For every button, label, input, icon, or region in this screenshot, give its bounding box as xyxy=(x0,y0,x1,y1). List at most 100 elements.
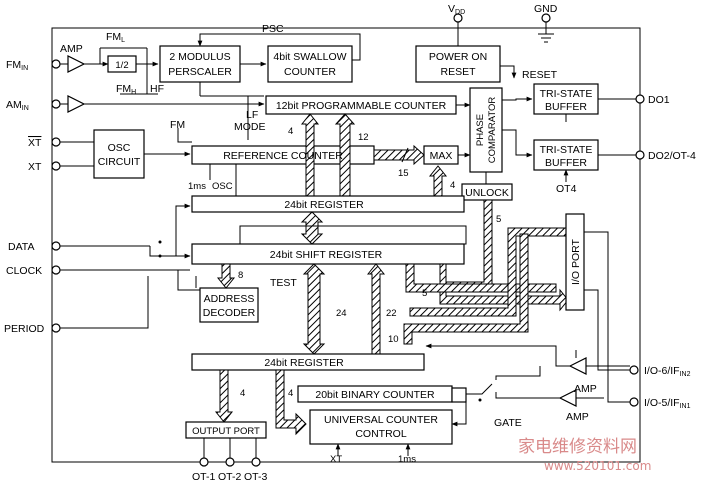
max-label: MAX xyxy=(430,150,453,162)
data-pin xyxy=(51,241,61,251)
n4d-label: 4 xyxy=(288,388,293,399)
bus-22 xyxy=(366,263,386,355)
xt-bottom-label: XT xyxy=(330,454,342,465)
ot4-label: OT4 xyxy=(556,183,577,195)
tristate1-line2: BUFFER xyxy=(545,101,587,113)
bus-reg-shift xyxy=(300,211,324,245)
test-label: TEST xyxy=(270,277,297,289)
n12-label: 12 xyxy=(358,132,369,143)
xt-bar-label: XT xyxy=(28,137,42,149)
data-label: DATA xyxy=(8,241,34,253)
shift-register-label: 24bit SHIFT REGISTER xyxy=(270,249,383,261)
xt-bar-pin xyxy=(51,137,61,147)
bus-8 xyxy=(216,263,236,289)
two-modulus-line1: 2 MODULUS xyxy=(169,51,230,63)
bus-4-up xyxy=(300,113,320,197)
am-in-label: AMIN xyxy=(6,99,29,112)
universal-counter-control xyxy=(309,409,453,445)
power-on-line1: POWER ON xyxy=(429,51,487,63)
reference-label: REFERENCE COUNTER xyxy=(223,150,343,162)
binary-counter-label: 20bit BINARY COUNTER xyxy=(315,389,435,401)
io-port xyxy=(565,213,585,311)
register-top xyxy=(191,195,465,213)
register-bottom xyxy=(191,353,425,371)
n8-label: 8 xyxy=(238,270,243,281)
bus-12-up xyxy=(334,113,356,197)
clock-pin xyxy=(51,265,61,275)
am-input-path xyxy=(52,95,265,113)
do2-label: DO2/OT-4 xyxy=(648,150,696,162)
address-line1: ADDRESS xyxy=(204,293,255,305)
1ms-label: 1ms xyxy=(188,181,206,192)
swallow-line1: 4bit SWALLOW xyxy=(273,51,346,63)
psc-label: PSC xyxy=(262,23,284,35)
do2-pin xyxy=(635,150,645,160)
lf-label: LF xyxy=(246,109,258,121)
osc-line1: OSC xyxy=(108,142,131,154)
n15-label: 15 xyxy=(398,168,409,179)
mode-label: MODE xyxy=(234,121,266,133)
tristate1-line1: TRI-STATE xyxy=(540,88,593,100)
register-top-label: 24bit REGISTER xyxy=(284,199,364,211)
watermark-url: www.520101.com xyxy=(544,459,651,473)
am-in-pin xyxy=(51,99,61,109)
amp-bottom1-label: AMP xyxy=(574,383,597,395)
osc-line2: CIRCUIT xyxy=(98,156,141,168)
gnd-pin xyxy=(541,13,551,23)
n10-label: 10 xyxy=(388,334,399,345)
ot2-pin xyxy=(225,457,235,467)
ot3-label: OT-3 xyxy=(244,471,267,483)
am-amp-icon xyxy=(67,95,86,113)
programmable-label: 12bit PROGRAMMABLE COUNTER xyxy=(276,100,447,112)
ot1-label: OT-1 xyxy=(192,471,215,483)
fm-label: FM xyxy=(170,119,185,131)
xt-pin xyxy=(51,161,61,171)
vdd-pin xyxy=(453,13,463,23)
vdd-label: VDD xyxy=(448,3,465,16)
phase-line1: PHASE xyxy=(475,114,486,146)
watermark-text: 家电维修资料网 xyxy=(518,437,637,457)
half-label: 1/2 xyxy=(115,60,128,71)
fm-in-label: FMIN xyxy=(6,59,28,72)
osc-circuit xyxy=(93,129,145,179)
io6-pin xyxy=(629,365,639,375)
fmh-label: FMH xyxy=(116,83,136,96)
swallow-line2: COUNTER xyxy=(284,66,336,78)
swallow-counter xyxy=(267,45,353,83)
tristate2-line1: TRI-STATE xyxy=(540,144,593,156)
bus-10 xyxy=(403,233,529,345)
reset-label: RESET xyxy=(522,69,558,81)
gnd-label: GND xyxy=(534,3,558,15)
unlock-label: UNLOCK xyxy=(465,187,509,199)
universal-line1: UNIVERSAL COUNTER xyxy=(324,414,438,426)
n4a-label: 4 xyxy=(288,126,293,137)
register-bottom-label: 24bit REGISTER xyxy=(264,357,344,369)
output-port-label: OUTPUT PORT xyxy=(192,426,260,437)
ot3-pin xyxy=(251,457,261,467)
n5b-label: 5 xyxy=(422,288,427,299)
do1-pin xyxy=(635,94,645,104)
universal-line2: CONTROL xyxy=(355,428,406,440)
if2-amp-icon xyxy=(568,357,587,375)
n24-label: 24 xyxy=(336,308,347,319)
n5a-label: 5 xyxy=(496,214,501,225)
ot1-pin xyxy=(199,457,209,467)
io5-pin xyxy=(629,397,639,407)
address-decoder xyxy=(199,287,259,323)
two-modulus-line2: PERSCALER xyxy=(168,66,232,78)
hf-label: HF xyxy=(150,83,164,95)
xt-label: XT xyxy=(28,161,42,173)
fml-label: FML xyxy=(106,31,125,44)
phase-comparator xyxy=(469,87,503,173)
io6-label: I/O-6/IFIN2 xyxy=(644,365,691,378)
fm-in-pin xyxy=(51,59,61,69)
period-pin xyxy=(51,323,61,333)
n4c-label: 4 xyxy=(240,388,245,399)
osc-label: OSC xyxy=(212,181,233,192)
n22-label: 22 xyxy=(386,308,397,319)
n4b-label: 4 xyxy=(450,180,455,191)
io5-label: I/O-5/IFIN1 xyxy=(644,397,691,410)
amp-bottom2-label: AMP xyxy=(566,411,589,423)
power-on-reset xyxy=(415,45,501,83)
